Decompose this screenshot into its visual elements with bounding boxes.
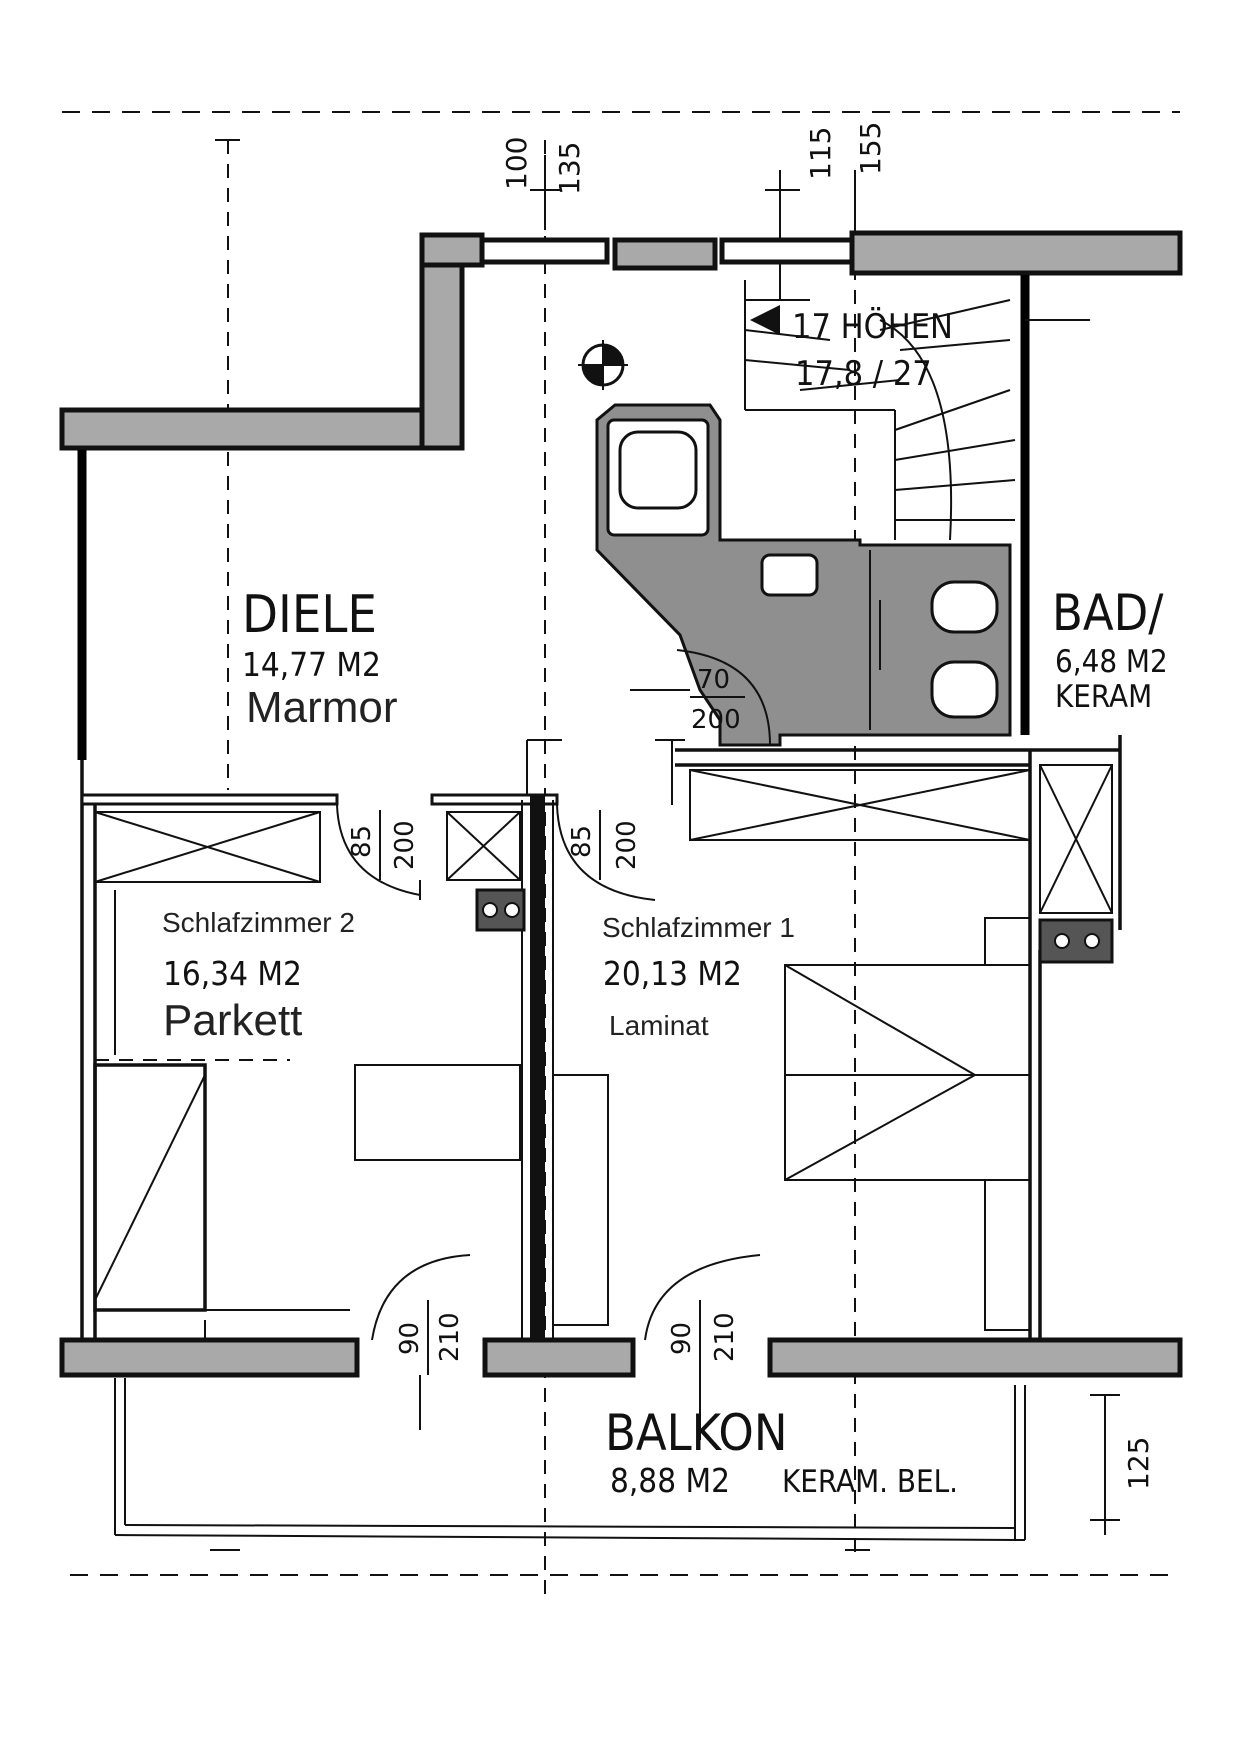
dim-balkon-door-right-h: 210: [710, 1312, 740, 1362]
furniture: [93, 890, 1031, 1340]
vent-ducts: [475, 888, 1114, 964]
wardrobes: [94, 764, 1113, 914]
room-schlaf2-area: 16,34 M2: [163, 954, 302, 993]
level-marker: [578, 340, 628, 390]
room-diele-area: 14,77 M2: [242, 645, 381, 684]
room-schlaf2-name: Schlafzimmer 2: [162, 907, 355, 938]
dim-door-s1-h: 200: [612, 820, 642, 870]
walls: [59, 230, 1183, 1378]
room-schlaf2-floor: Parkett: [163, 996, 302, 1045]
dimension-labels: 100 135 115 155 70 200 85 200 85 200 90 …: [347, 122, 1155, 1490]
balcony: [114, 1375, 1120, 1551]
dim-door-s2-h: 200: [390, 820, 420, 870]
stair-ratio-label: 17,8 / 27: [795, 354, 932, 394]
staircase: [744, 280, 1090, 541]
dim-door-s1-w: 85: [567, 825, 597, 858]
bathroom-fixtures: [595, 403, 1012, 747]
stair-labels: 17 HÖHEN 17,8 / 27: [792, 306, 953, 394]
room-schlaf1-floor: Laminat: [609, 1010, 709, 1041]
top-dimension-ticks: [215, 139, 856, 300]
room-schlaf1-area: 20,13 M2: [603, 954, 742, 993]
room-bad-floor: KERAM: [1055, 679, 1152, 715]
room-balkon-floor: KERAM. BEL.: [782, 1464, 958, 1500]
dim-top-left-a: 100: [500, 137, 533, 190]
dim-door-s2-w: 85: [347, 825, 377, 858]
dim-top-left-b: 135: [553, 142, 586, 195]
dim-bath-door-w: 70: [697, 665, 730, 695]
room-balkon-name: BALKON: [605, 1404, 787, 1462]
room-schlaf1-name: Schlafzimmer 1: [602, 912, 795, 943]
room-diele-floor: Marmor: [246, 683, 398, 732]
stair-steps-label: 17 HÖHEN: [792, 306, 953, 347]
dim-balkon-door-left-w: 90: [395, 1322, 425, 1355]
dim-bath-door-h: 200: [691, 705, 741, 735]
room-bad-area: 6,48 M2: [1055, 644, 1168, 680]
dim-top-right-a: 115: [804, 127, 837, 180]
room-bad-name: BAD/: [1052, 584, 1164, 642]
dim-balkon-depth: 125: [1122, 1437, 1155, 1490]
dim-balkon-door-left-h: 210: [435, 1312, 465, 1362]
room-diele-name: DIELE: [242, 585, 377, 645]
room-balkon-area: 8,88 M2: [610, 1461, 730, 1500]
doors: [336, 804, 761, 1341]
dim-top-right-b: 155: [854, 122, 887, 175]
room-labels: DIELE 14,77 M2 Marmor Schlafzimmer 2 16,…: [162, 584, 1168, 1500]
dim-balkon-door-right-w: 90: [667, 1322, 697, 1355]
